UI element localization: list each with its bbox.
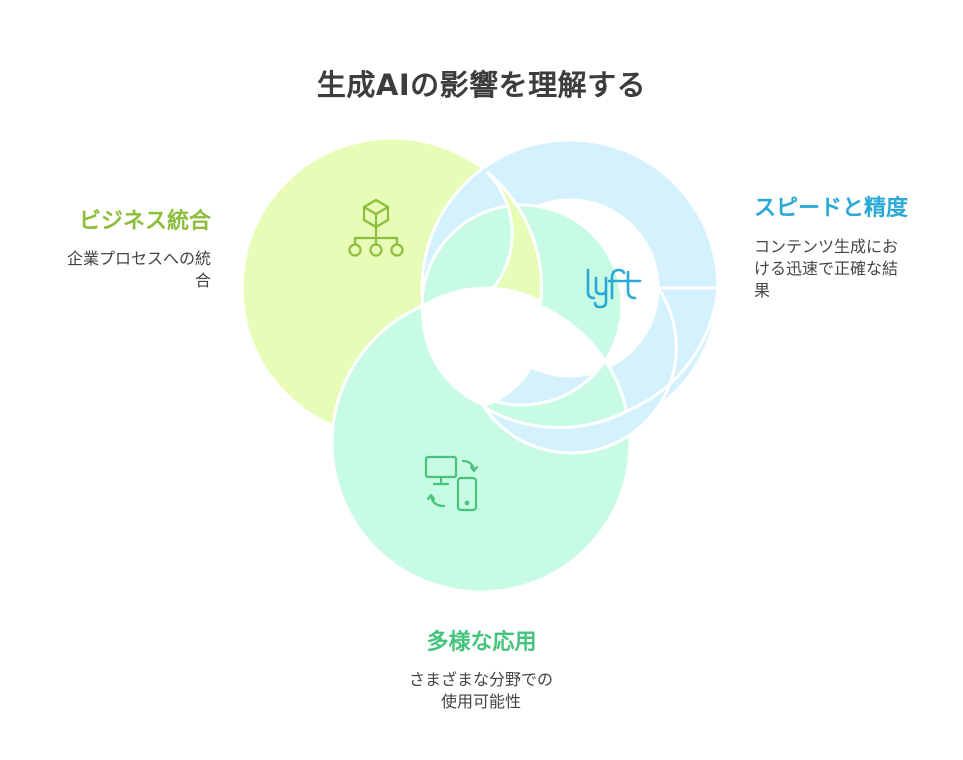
device-sync-icon bbox=[424, 455, 479, 512]
desc-line: コンテンツ生成にお bbox=[754, 237, 899, 256]
hierarchy-cube-icon bbox=[348, 198, 404, 257]
desc-line: 合 bbox=[194, 271, 211, 290]
center-hole bbox=[421, 286, 545, 407]
desc-line: 果 bbox=[754, 281, 771, 300]
diverse-applications-label: 多様な応用 bbox=[426, 630, 537, 655]
desc-line: 企業プロセスへの統 bbox=[66, 249, 211, 268]
desc-line: さまざまな分野での bbox=[408, 670, 553, 689]
speed-overlap bbox=[482, 286, 720, 455]
business-integration-label: ビジネス統合 bbox=[78, 209, 211, 234]
diverse-applications-description: さまざまな分野での 使用可能性 bbox=[381, 669, 581, 713]
desc-line: ける迅速で正確な結 bbox=[754, 259, 899, 278]
lyft-logo-icon bbox=[586, 268, 642, 309]
page-title: 生成AIの影響を理解する bbox=[316, 68, 647, 102]
speed-accuracy-description: コンテンツ生成にお ける迅速で正確な結 果 bbox=[754, 236, 934, 302]
desc-line: 使用可能性 bbox=[440, 692, 521, 711]
business-integration-description: 企業プロセスへの統 合 bbox=[21, 248, 211, 292]
speed-accuracy-label: スピードと精度 bbox=[754, 196, 909, 221]
